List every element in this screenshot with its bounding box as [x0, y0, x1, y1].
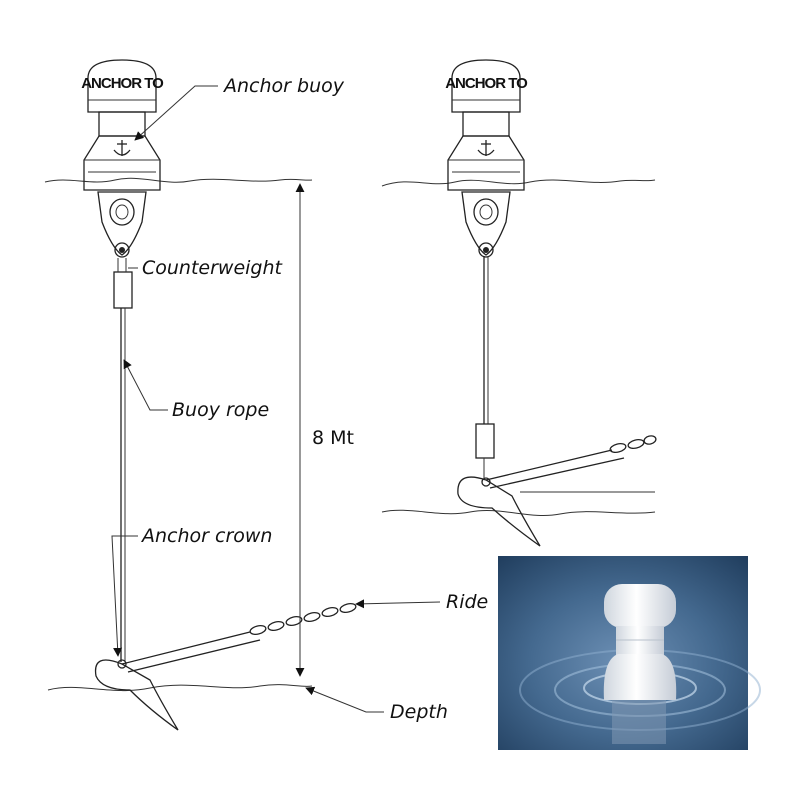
label-ride: Ride: [446, 591, 488, 613]
anchor-right: [457, 449, 655, 547]
seabed-line: [47, 684, 313, 692]
seabed-line-right: [381, 509, 656, 517]
anchor-symbol-icon: [113, 140, 131, 156]
callout-anchor-crown: Anchor crown: [111, 525, 272, 657]
water-surface-line-right: [381, 179, 656, 187]
buoy-rope-right: [483, 256, 489, 424]
water-surface-line: [44, 177, 313, 183]
label-buoy-rope: Buoy rope: [172, 399, 269, 421]
brand-text-right: ANCHOR TO: [445, 75, 528, 92]
buoy-body: ANCHOR TO: [81, 59, 165, 258]
anchor-chain: [249, 603, 357, 635]
depth-dimension: 8 Mt: [295, 183, 354, 677]
label-anchor-buoy: Anchor buoy: [222, 75, 345, 97]
counterweight: [113, 258, 133, 309]
anchor-chain-right: [609, 435, 657, 453]
right-diagram: ANCHOR TO: [381, 59, 657, 547]
callout-ride: Ride: [355, 591, 488, 613]
label-depth: Depth: [390, 701, 448, 723]
label-counterweight: Counterweight: [142, 257, 284, 279]
buoy-body-right: ANCHOR TO: [445, 59, 529, 258]
buoy-photo: [498, 556, 761, 750]
anchor-symbol-icon-right: [477, 140, 495, 156]
callout-depth: Depth: [305, 686, 448, 723]
dimension-label: 8 Mt: [312, 427, 354, 449]
callout-buoy-rope: Buoy rope: [123, 359, 269, 421]
anchor: [94, 631, 261, 731]
left-diagram: ANCHOR TO: [44, 59, 488, 731]
label-anchor-crown: Anchor crown: [140, 525, 272, 547]
brand-text: ANCHOR TO: [81, 75, 164, 92]
callout-anchor-buoy: Anchor buoy: [134, 75, 345, 141]
callout-counterweight: Counterweight: [128, 257, 284, 279]
counterweight-right: [475, 423, 495, 480]
